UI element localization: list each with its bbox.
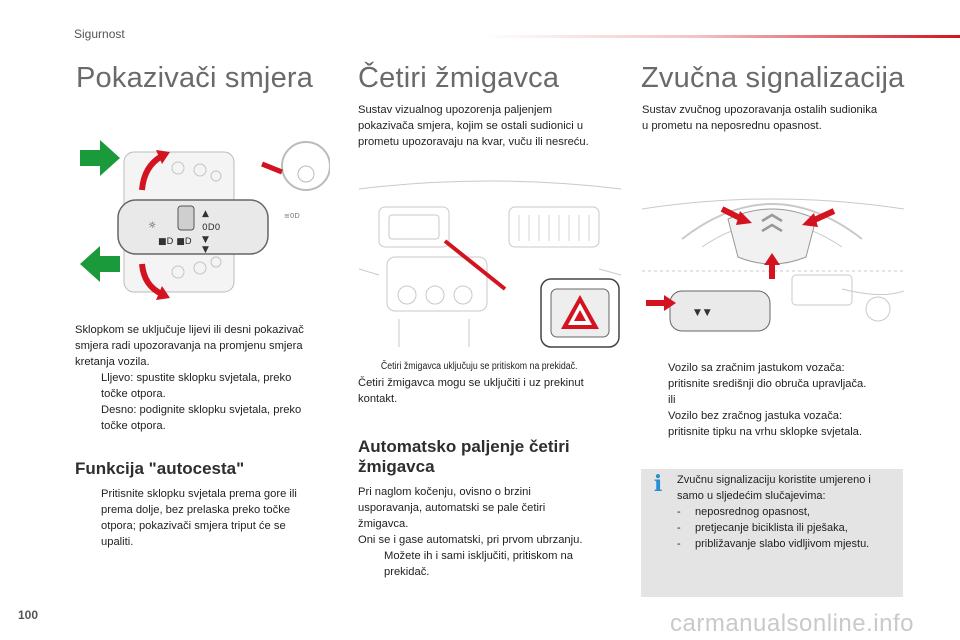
turn-signal-stalk-illustration: ▲ 0D0 ▼▼ ☼■D ■D ≡0D (78, 138, 330, 303)
subhead-motorway-function: Funkcija "autocesta" (75, 459, 245, 478)
title-turn-signals: Pokazivači smjera (76, 62, 314, 94)
info-line: Zvučnu signalizaciju koristite umjereno … (677, 474, 871, 486)
subhead-line: Automatsko paljenje četiri (358, 437, 570, 456)
text-line: žmigavca. (358, 518, 409, 530)
bullet-line: Vozilo bez zračnog jastuka vozača: (668, 410, 843, 422)
bullet-line: prema dolje, bez prelaska preko točke (101, 504, 291, 516)
info-item: - pretjecanje biciklista ili pješaka, (677, 520, 903, 536)
svg-text:≡0D: ≡0D (284, 212, 300, 220)
intro-line: pokazivača smjera, kojim se ostali sudio… (358, 120, 584, 132)
bullet-line: otpora; pokazivači smjera triput će se (101, 520, 286, 532)
bullet-line: prekidač. (384, 566, 430, 578)
info-item-text: neposrednog opasnost, (695, 506, 810, 518)
title-horn: Zvučna signalizacija (641, 62, 905, 94)
intro-line: smjera radi upozoravanja na promjenu smj… (75, 340, 303, 352)
svg-text:■D ■D: ■D ■D (158, 237, 192, 247)
info-text: Zvučnu signalizaciju koristite umjereno … (677, 472, 903, 552)
header-accent-bar (480, 35, 960, 38)
col1-text: Sklopkom se uključuje lijevi ili desni p… (75, 322, 337, 434)
col2-after-caption: Četiri žmigavca mogu se uključiti i uz p… (358, 375, 626, 407)
bullet-line: točke otpora. (101, 420, 166, 432)
col2-caption: Četiri žmigavca uključuju se pritiskom n… (358, 360, 626, 374)
text-line: Četiri žmigavca mogu se uključiti i uz p… (358, 377, 584, 389)
bullet-line: Lljevo: spustite sklopku svjetala, preko (101, 372, 292, 384)
bullet-line: Pritisnite sklopku svjetala prema gore i… (101, 488, 297, 500)
bullet-line: pritisnite tipku na vrhu sklopke svjetal… (668, 426, 863, 438)
bullet-motorway: Pritisnite sklopku svjetala prema gore i… (75, 486, 337, 550)
info-dash: - (677, 538, 681, 550)
svg-text:▼ ▼: ▼ ▼ (694, 308, 711, 318)
info-dash: - (677, 506, 681, 518)
info-item: - približavanje slabo vidljivom mjestu. (677, 536, 903, 552)
horn-steering-wheel-illustration: ▼ ▼ (642, 179, 904, 349)
col2-auto-text: Pri naglom kočenju, ovisno o brzini uspo… (358, 484, 626, 580)
svg-text:▼: ▼ (202, 245, 209, 255)
text-line: Pri naglom kočenju, ovisno o brzini (358, 486, 531, 498)
info-item: - neposrednog opasnost, (677, 504, 903, 520)
text-line: Oni se i gase automatski, pri prvom ubrz… (358, 534, 583, 546)
bullet-without-airbag: Vozilo bez zračnog jastuka vozača: priti… (642, 408, 906, 440)
bullet-line: pritisnite središnji dio obruča upravlja… (668, 378, 867, 390)
bullet-line: upaliti. (101, 536, 134, 548)
info-dash: - (677, 522, 681, 534)
intro-line: prometu upozoravaju na kvar, vuču ili ne… (358, 136, 589, 148)
bullet-left: Lljevo: spustite sklopku svjetala, preko… (75, 370, 337, 402)
intro-line: Sustav vizualnog upozorenja paljenjem (358, 104, 553, 116)
svg-text:☼: ☼ (148, 221, 156, 231)
col3-bullets: Vozilo sa zračnim jastukom vozača: priti… (642, 360, 906, 440)
svg-text:0D0: 0D0 (202, 223, 221, 233)
bullet-auto-off: Možete ih i sami isključiti, pritiskom n… (358, 548, 626, 580)
info-line: samo u sljedećim slučajevima: (677, 490, 826, 502)
hazard-switch-illustration (359, 179, 621, 349)
svg-text:▼: ▼ (202, 235, 209, 245)
page-number: 100 (18, 608, 39, 622)
bullet-line: ili (668, 394, 676, 406)
intro-line: Sustav zvučnog upozoravanja ostalih sudi… (642, 104, 878, 116)
info-item-text: pretjecanje biciklista ili pješaka, (695, 522, 848, 534)
section-label: Sigurnost (74, 27, 125, 41)
info-box (641, 469, 903, 597)
bullet-line: Vozilo sa zračnim jastukom vozača: (668, 362, 845, 374)
text-line: usporavanja, automatski se pale četiri (358, 502, 546, 514)
svg-text:▲: ▲ (202, 209, 209, 219)
info-icon: i (653, 471, 663, 497)
bullet-line: točke otpora. (101, 388, 166, 400)
bullet-right: Desno: podignite sklopku svjetala, preko… (75, 402, 337, 434)
caption-bullet: Četiri žmigavca uključuju se pritiskom n… (358, 360, 594, 374)
watermark: carmanualsonline.info (670, 610, 914, 637)
title-hazard-lights: Četiri žmigavca (358, 62, 560, 94)
bullet-line: Desno: podignite sklopku svjetala, preko (101, 404, 302, 416)
caption-text: Četiri žmigavca uključuju se pritiskom n… (380, 361, 578, 372)
subhead-automatic-hazard: Automatsko paljenje četiri žmigavca (358, 437, 626, 477)
col3-intro: Sustav zvučnog upozoravanja ostalih sudi… (642, 102, 906, 134)
text-line: kontakt. (358, 393, 398, 405)
bullet-line: Možete ih i sami isključiti, pritiskom n… (384, 550, 573, 562)
info-item-text: približavanje slabo vidljivom mjestu. (695, 538, 870, 550)
intro-line: Sklopkom se uključuje lijevi ili desni p… (75, 324, 304, 336)
subhead-line: žmigavca (358, 457, 435, 476)
intro-line: u prometu na neposrednu opasnost. (642, 120, 822, 132)
intro-line: kretanja vozila. (75, 356, 150, 368)
col2-intro: Sustav vizualnog upozorenja paljenjem po… (358, 102, 626, 150)
col1-motorway-text: Pritisnite sklopku svjetala prema gore i… (75, 486, 337, 550)
bullet-with-airbag: Vozilo sa zračnim jastukom vozača: priti… (642, 360, 906, 408)
